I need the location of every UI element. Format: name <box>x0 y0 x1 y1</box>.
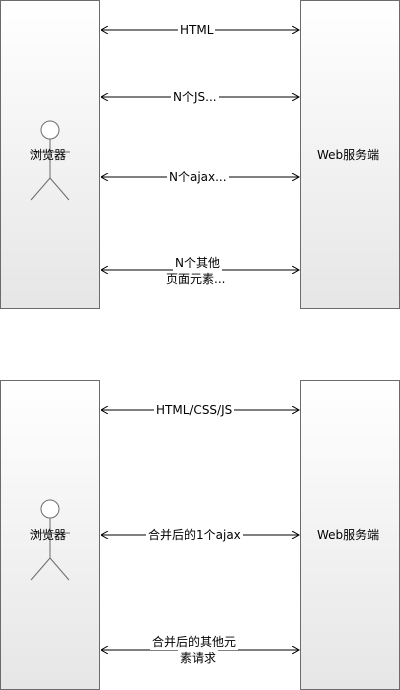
server-label-top: Web服务端 <box>317 148 380 162</box>
user-actor-icon-top <box>30 120 70 201</box>
arrow-label-merged-ajax: 合并后的1个ajax <box>146 527 243 543</box>
server-box-top <box>300 0 400 309</box>
arrow-label-html: HTML <box>178 22 216 38</box>
browser-label-bottom: 浏览器 <box>30 528 67 542</box>
arrow-label-ajax: N个ajax... <box>167 169 229 185</box>
arrow-label-merged-other-2: 素请求 <box>178 650 219 666</box>
arrow-label-other-2: 页面元素... <box>164 271 228 287</box>
arrow-label-merged-other-1: 合并后的其他元 <box>150 634 239 650</box>
user-actor-icon-bottom <box>30 499 70 581</box>
server-label-bottom: Web服务端 <box>317 528 380 542</box>
arrow-label-html-css-js: HTML/CSS/JS <box>154 402 235 418</box>
arrow-label-other-1: N个其他 <box>173 255 222 271</box>
arrow-label-js: N个JS... <box>171 89 219 105</box>
browser-label-top: 浏览器 <box>30 148 67 162</box>
